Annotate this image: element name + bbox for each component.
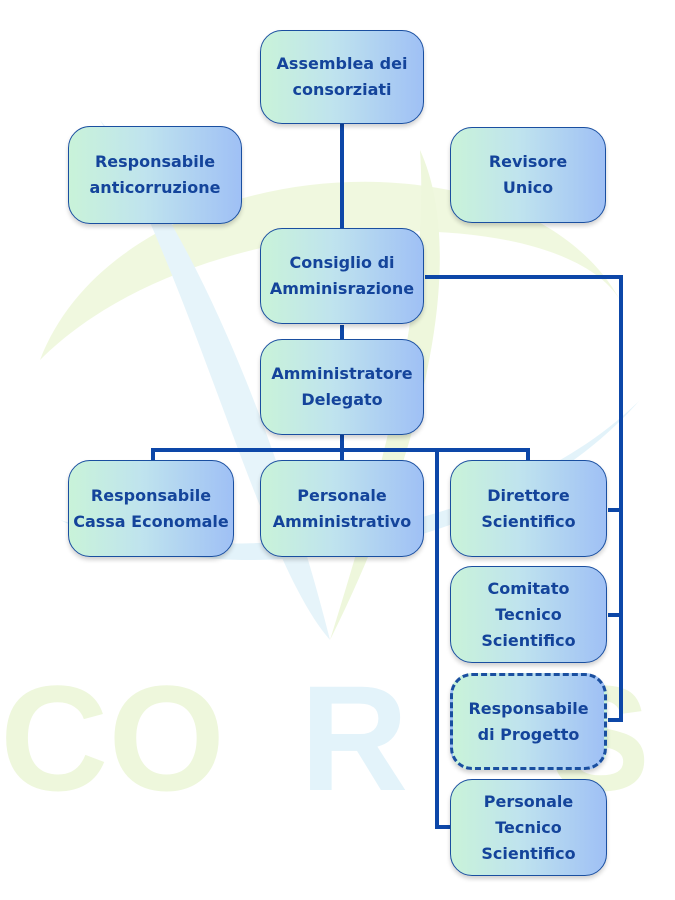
node-responsabile-anticorruzione: Responsabile anticorruzione (68, 126, 242, 224)
logo-letters-co: CO (0, 654, 225, 822)
node-consiglio: Consiglio di Amminisrazione (260, 228, 424, 324)
node-responsabile-progetto: Responsabile di Progetto (450, 673, 607, 770)
node-assemblea: Assemblea dei consorziati (260, 30, 424, 124)
node-revisore-unico: Revisore Unico (450, 127, 606, 223)
logo-letter-r: R (300, 654, 408, 822)
node-personale-tecnico: Personale Tecnico Scientifico (450, 779, 607, 876)
node-direttore-scientifico: Direttore Scientifico (450, 460, 607, 557)
node-comitato-tecnico: Comitato Tecnico Scientifico (450, 566, 607, 663)
node-amministratore-delegato: Amministratore Delegato (260, 339, 424, 435)
node-responsabile-cassa: Responsabile Cassa Economale (68, 460, 234, 557)
node-personale-amministrativo: Personale Amministrativo (260, 460, 424, 557)
line-consiglio-scientifico (425, 275, 623, 722)
line-personale-tecnico (435, 450, 450, 829)
